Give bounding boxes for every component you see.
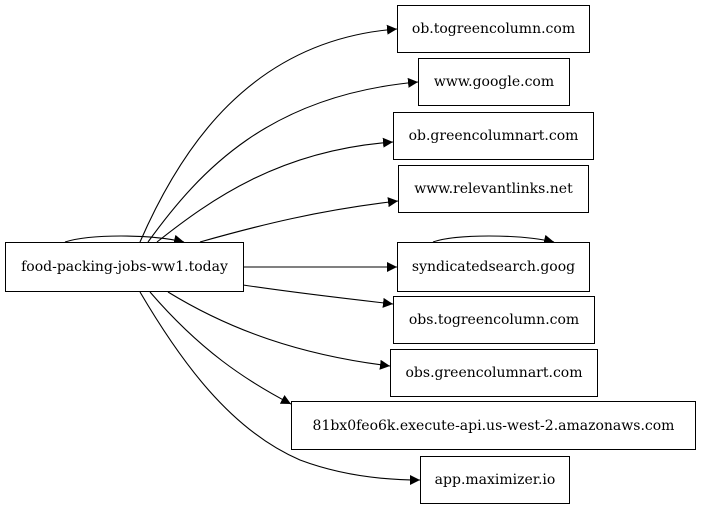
node-syndicatedsearch: syndicatedsearch.goog <box>397 242 590 292</box>
edge-to-ob-togreencolumn <box>139 24 398 243</box>
node-label: www.google.com <box>433 74 555 90</box>
edge-to-app-maximizer <box>139 291 421 485</box>
node-label: 81bx0feo6k.execute-api.us-west-2.amazona… <box>312 417 675 434</box>
node-label: ob.togreencolumn.com <box>411 21 576 37</box>
edge-to-ob-greencolumnart <box>156 137 394 243</box>
node-obs-greencolumnart: obs.greencolumnart.com <box>390 349 598 397</box>
node-label: ob.greencolumnart.com <box>408 128 579 144</box>
node-label: obs.greencolumnart.com <box>405 365 583 381</box>
node-food-packing-jobs: food-packing-jobs-ww1.today <box>5 242 244 292</box>
node-ob-togreencolumn: ob.togreencolumn.com <box>397 5 590 53</box>
node-obs-togreencolumn: obs.togreencolumn.com <box>393 296 595 344</box>
node-ob-greencolumnart: ob.greencolumnart.com <box>393 112 594 160</box>
node-label: food-packing-jobs-ww1.today <box>21 259 228 275</box>
edge-self-loop-syndicatedsearch <box>432 234 555 245</box>
node-app-maximizer: app.maximizer.io <box>420 456 570 504</box>
node-www-relevantlinks: www.relevantlinks.net <box>398 165 589 213</box>
node-label: www.relevantlinks.net <box>414 181 573 197</box>
edge-to-www-google <box>147 77 419 243</box>
edge-self-loop-source <box>64 234 185 245</box>
node-label: syndicatedsearch.goog <box>411 259 576 275</box>
edge-to-www-relevantlinks <box>199 197 399 243</box>
node-label: obs.togreencolumn.com <box>408 312 580 328</box>
edge-to-amazonaws-api <box>149 291 292 405</box>
edge-to-obs-togreencolumn <box>242 284 394 308</box>
node-www-google: www.google.com <box>418 58 570 106</box>
edge-to-obs-greencolumnart <box>167 291 391 370</box>
node-label: app.maximizer.io <box>434 472 556 488</box>
node-amazonaws-api: 81bx0feo6k.execute-api.us-west-2.amazona… <box>291 401 696 450</box>
